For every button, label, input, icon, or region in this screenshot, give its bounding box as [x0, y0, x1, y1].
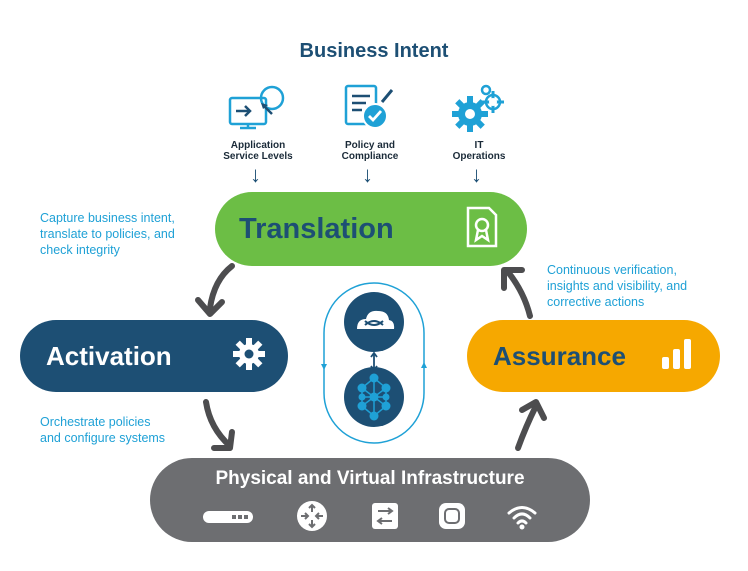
wifi-icon	[506, 502, 538, 535]
gear-icon	[232, 337, 266, 376]
intent-label-policy: Policy and Compliance	[341, 140, 399, 162]
access-point-icon	[438, 502, 466, 535]
infrastructure-pill: Physical and Virtual Infrastructure	[150, 458, 590, 542]
assurance-pill: Assurance	[467, 320, 720, 392]
document-check-icon	[342, 82, 398, 136]
intent-label-application: Application Service Levels	[223, 140, 293, 162]
certificate-document-icon	[465, 205, 499, 254]
bar-chart-icon	[660, 337, 694, 376]
arrow-assurance-to-translation	[496, 262, 546, 325]
network-mesh-icon	[343, 366, 405, 433]
monitor-cursor-icon	[228, 84, 288, 136]
assurance-label: Assurance	[493, 340, 626, 371]
translation-label: Translation	[239, 212, 394, 245]
cloud-dna-icon	[343, 291, 405, 358]
arrow-translation-to-activation	[190, 262, 240, 327]
layer3-switch-icon	[371, 502, 399, 535]
arrow-down-icon: ↓	[471, 162, 482, 187]
arrow-activation-to-infrastructure	[194, 396, 246, 461]
activation-annotation: Orchestrate policies and configure syste…	[40, 415, 166, 445]
router-icon	[296, 500, 328, 537]
arrow-down-icon: ↓	[250, 162, 261, 187]
intent-label-it-operations: IT Operations	[452, 140, 506, 162]
switch-icon	[202, 510, 254, 529]
activation-label: Activation	[46, 340, 172, 371]
infrastructure-label: Physical and Virtual Infrastructure	[215, 468, 525, 489]
arrow-down-icon: ↓	[362, 162, 373, 187]
gears-icon	[448, 82, 510, 136]
translation-pill: Translation	[215, 192, 527, 266]
arrow-infrastructure-to-assurance	[508, 396, 558, 459]
diagram-title: Business Intent	[299, 40, 449, 62]
activation-pill: Activation	[20, 320, 288, 392]
assurance-annotation: Continuous verification, insights and vi…	[547, 263, 688, 309]
translation-annotation: Capture business intent, translate to po…	[40, 211, 175, 257]
